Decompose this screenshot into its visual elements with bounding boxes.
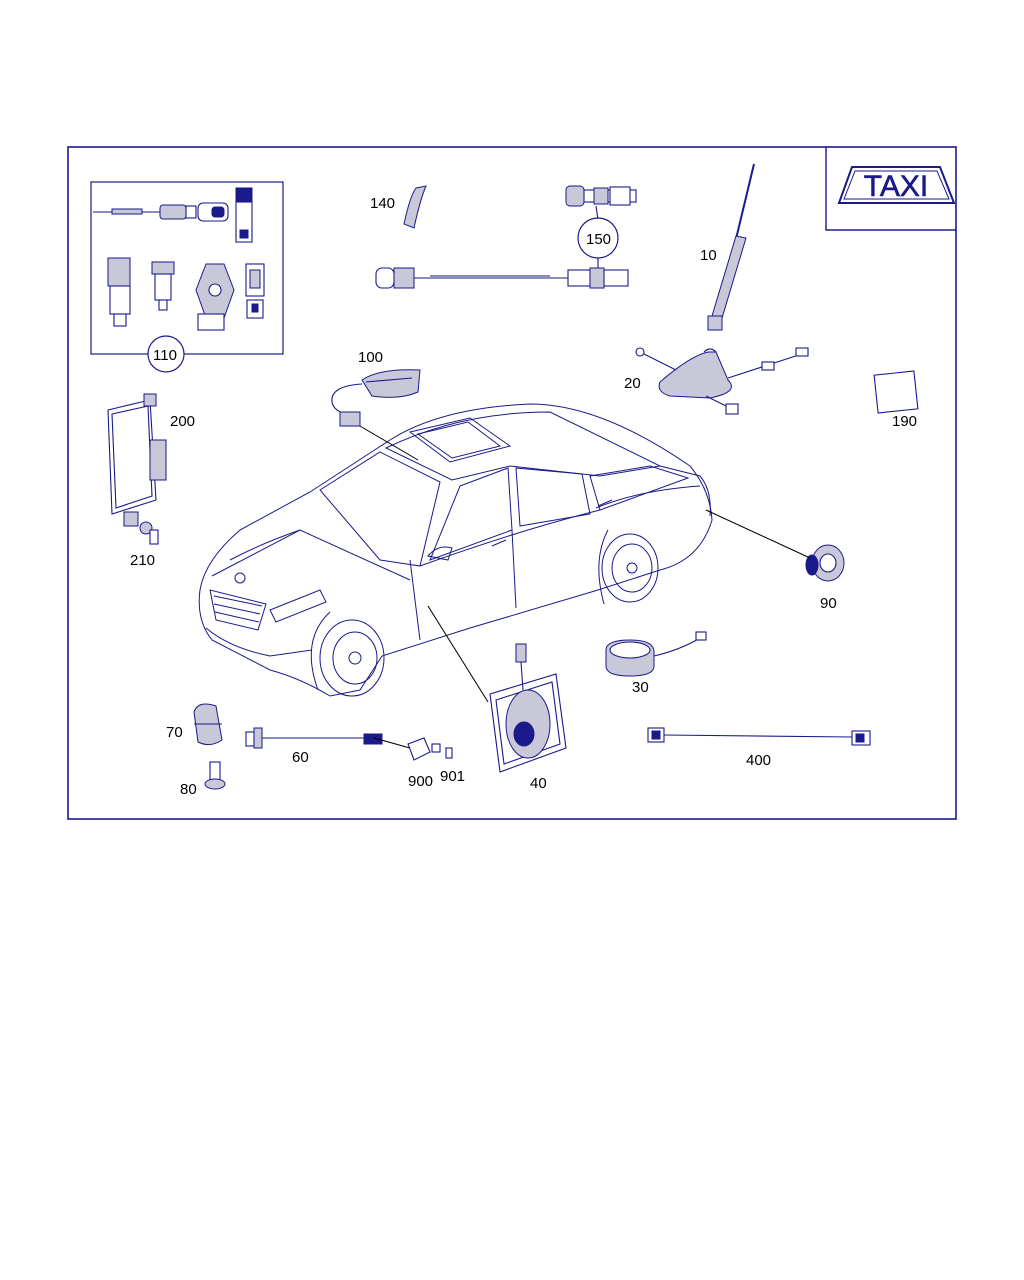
part-20-roof-antenna	[635, 347, 809, 415]
part-60-cable	[245, 727, 383, 749]
label-110: 110	[153, 347, 177, 364]
label-30: 30	[632, 679, 649, 696]
leader-lines	[359, 425, 811, 749]
label-10: 10	[700, 247, 717, 264]
label-190: 190	[892, 413, 917, 430]
part-110-kit	[90, 181, 284, 373]
part-140-clip	[403, 185, 427, 229]
part-210-screw	[139, 521, 159, 545]
part-80-bolt	[204, 761, 226, 790]
label-400: 400	[746, 752, 771, 769]
part-190-card	[873, 370, 919, 414]
part-70-holder	[193, 703, 223, 746]
label-80: 80	[180, 781, 197, 798]
part-100-component	[331, 369, 421, 427]
part-400-cable	[647, 727, 871, 746]
label-70: 70	[166, 724, 183, 741]
part-90-button	[805, 544, 845, 582]
part-30-puck	[605, 631, 707, 677]
label-150: 150	[586, 231, 611, 248]
part-40-speaker	[489, 643, 567, 773]
part-150-cable	[375, 185, 637, 289]
label-900: 900	[408, 773, 433, 790]
label-40: 40	[530, 775, 547, 792]
part-200-module	[107, 393, 167, 527]
label-20: 20	[624, 375, 641, 392]
part-901-pin	[445, 747, 453, 759]
label-200: 200	[170, 413, 195, 430]
label-210: 210	[130, 552, 155, 569]
taxi-sign-text: TAXI	[864, 170, 928, 203]
diagram-frame	[67, 146, 957, 820]
label-60: 60	[292, 749, 309, 766]
label-901: 901	[440, 768, 465, 785]
car-outline	[198, 403, 713, 697]
part-10-rod-antenna	[707, 163, 755, 331]
label-100: 100	[358, 349, 383, 366]
label-90: 90	[820, 595, 837, 612]
label-140: 140	[370, 195, 395, 212]
taxi-sign-box: TAXI	[825, 147, 956, 231]
part-900-connector	[407, 737, 441, 761]
